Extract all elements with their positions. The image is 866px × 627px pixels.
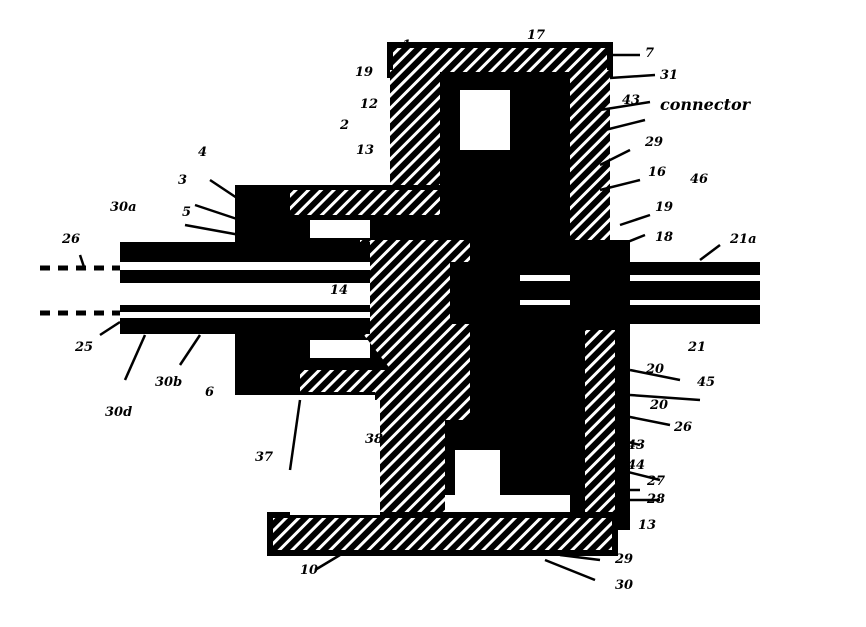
label-30b: 30b bbox=[155, 375, 182, 390]
label-29b: 29 bbox=[615, 552, 633, 567]
label-21a: 21a bbox=[730, 232, 757, 247]
label-7: 7 bbox=[645, 46, 654, 61]
label-28: 28 bbox=[647, 492, 665, 507]
label-16: 16 bbox=[648, 165, 666, 180]
label-21: 21 bbox=[688, 340, 706, 355]
label-6: 6 bbox=[205, 385, 214, 400]
label-12: 12 bbox=[360, 97, 378, 112]
label-10: 10 bbox=[300, 563, 318, 578]
label-13b: 13 bbox=[638, 518, 656, 533]
label-2: 2 bbox=[340, 118, 349, 133]
label-30d: 30d bbox=[105, 405, 132, 420]
label-27: 27 bbox=[647, 474, 665, 489]
label-19b: 19 bbox=[655, 200, 673, 215]
label-37: 37 bbox=[255, 450, 273, 465]
label-20b: 20 bbox=[650, 398, 668, 413]
label-46: 46 bbox=[690, 172, 708, 187]
label-29: 29 bbox=[645, 135, 663, 150]
label-45: 45 bbox=[697, 375, 715, 390]
label-44: 44 bbox=[627, 458, 645, 473]
label-25: 25 bbox=[75, 340, 93, 355]
label-3: 3 bbox=[178, 173, 187, 188]
label-1: 1 bbox=[402, 38, 411, 53]
label-26: 26 bbox=[674, 420, 692, 435]
label-31: 31 bbox=[660, 68, 678, 83]
label-5: 5 bbox=[182, 205, 191, 220]
label-14: 14 bbox=[330, 283, 348, 298]
label-43b: 43 bbox=[627, 438, 645, 453]
label-43: 43 bbox=[622, 93, 640, 108]
label-17: 17 bbox=[527, 28, 545, 43]
label-30a: 30a bbox=[110, 200, 137, 215]
label-26a: 26 bbox=[62, 232, 80, 247]
label-30: 30 bbox=[615, 578, 633, 593]
label-38: 38 bbox=[365, 432, 383, 447]
label-4: 4 bbox=[198, 145, 207, 160]
label-19: 19 bbox=[355, 65, 373, 80]
label-13: 13 bbox=[356, 143, 374, 158]
label-20: 20 bbox=[646, 362, 664, 377]
label-18: 18 bbox=[655, 230, 673, 245]
connector-annotation: connector bbox=[660, 95, 750, 114]
